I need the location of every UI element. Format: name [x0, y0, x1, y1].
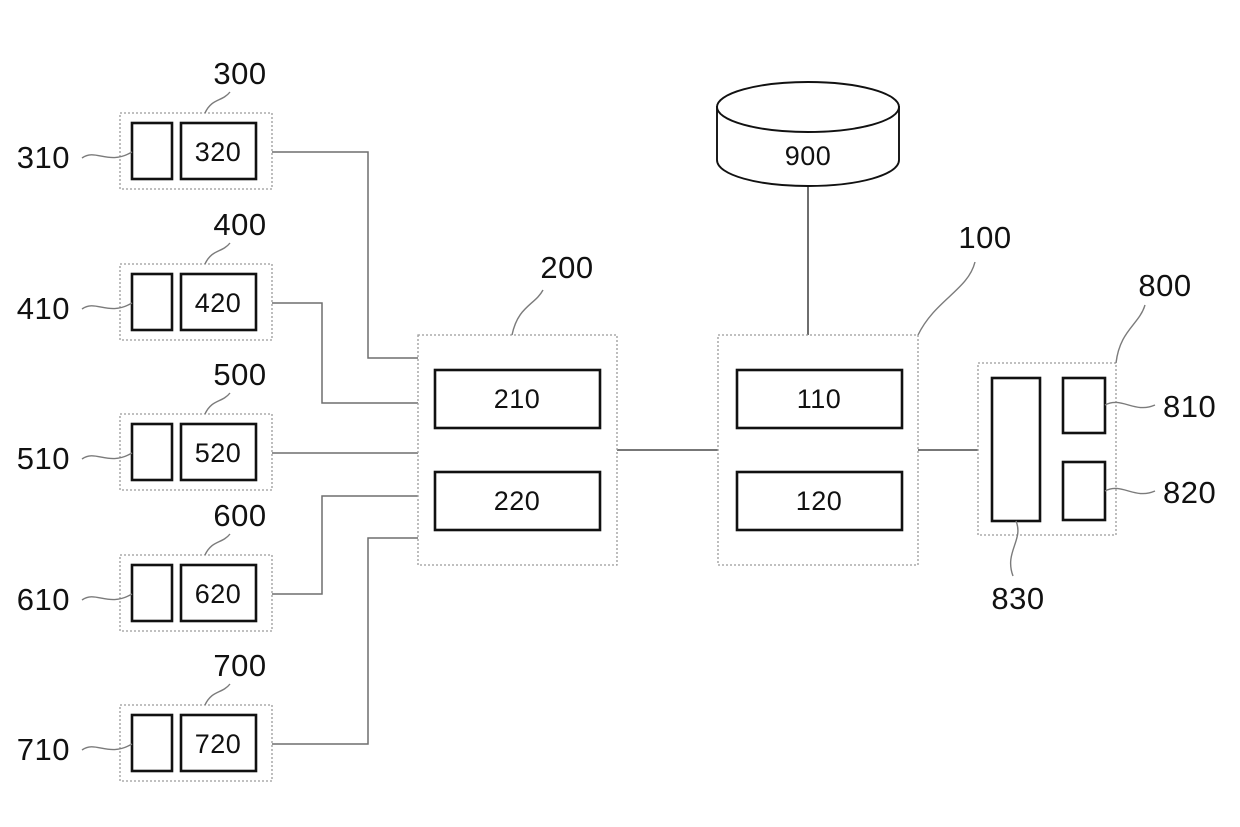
terminal-830-box[interactable]	[990, 376, 1042, 523]
connector-600-to-200	[272, 495, 418, 595]
leader-310	[81, 151, 133, 159]
device-720-box[interactable]	[179, 713, 258, 773]
ref-label-100: 100	[958, 220, 1011, 255]
server-group-100[interactable]: 110 120 100	[717, 220, 1012, 566]
ref-label-510: 510	[17, 441, 70, 476]
ref-label-810: 810	[1163, 389, 1216, 424]
leader-300	[204, 91, 231, 114]
gateway-220-box[interactable]	[433, 470, 602, 532]
gateway-210-box[interactable]	[433, 368, 602, 430]
device-510-box[interactable]	[130, 422, 174, 482]
ref-label-400: 400	[213, 207, 266, 242]
device-group-500[interactable]: 520 500 510	[17, 357, 273, 491]
ref-label-300: 300	[213, 56, 266, 91]
leader-100	[917, 261, 976, 336]
connector-400-to-200	[272, 302, 418, 404]
device-group-600[interactable]: 620 600 610	[17, 498, 273, 632]
device-620-label: 620	[195, 579, 242, 609]
ref-label-200: 200	[540, 250, 593, 285]
server-110-box[interactable]	[735, 368, 904, 430]
gateway-210-label: 210	[494, 384, 541, 414]
server-120-label: 120	[796, 486, 843, 516]
leader-700	[204, 683, 231, 706]
database-900-label: 900	[785, 141, 832, 171]
leader-810	[1104, 401, 1156, 409]
leader-820	[1104, 487, 1156, 495]
connector-lines	[272, 151, 1063, 745]
device-710-box[interactable]	[130, 713, 174, 773]
device-group-300[interactable]: 320 300 310	[17, 56, 273, 190]
device-310-box[interactable]	[130, 121, 174, 181]
gateway-220-label: 220	[494, 486, 541, 516]
leader-710	[81, 743, 133, 751]
leader-500	[204, 392, 231, 415]
device-410-box[interactable]	[130, 272, 174, 332]
database-group-900[interactable]: 900	[716, 81, 900, 187]
terminal-810-box[interactable]	[1061, 376, 1107, 435]
device-610-box[interactable]	[130, 563, 174, 623]
leader-510	[81, 452, 133, 460]
ref-label-830: 830	[991, 581, 1044, 616]
ref-label-600: 600	[213, 498, 266, 533]
ref-label-310: 310	[17, 140, 70, 175]
leader-400	[204, 242, 231, 265]
device-520-box[interactable]	[179, 422, 258, 482]
device-420-label: 420	[195, 288, 242, 318]
server-110-label: 110	[797, 384, 842, 414]
device-group-700[interactable]: 720 700 710	[17, 648, 273, 782]
ref-label-820: 820	[1163, 475, 1216, 510]
terminal-820-box[interactable]	[1061, 460, 1107, 522]
ref-label-610: 610	[17, 582, 70, 617]
connector-700-to-200	[272, 537, 418, 745]
device-420-box[interactable]	[179, 272, 258, 332]
terminal-group-800[interactable]: 800 810 820 830	[977, 268, 1216, 616]
leader-800	[1115, 304, 1146, 364]
ref-label-500: 500	[213, 357, 266, 392]
device-320-box[interactable]	[179, 121, 258, 181]
leader-830	[1009, 520, 1019, 577]
leader-610	[81, 593, 133, 601]
leader-600	[204, 533, 231, 556]
leader-410	[81, 302, 133, 310]
ref-label-800: 800	[1138, 268, 1191, 303]
server-120-box[interactable]	[735, 470, 904, 532]
database-cylinder-top	[716, 81, 900, 133]
device-520-label: 520	[195, 438, 242, 468]
gateway-group-200[interactable]: 210 220 200	[417, 250, 618, 566]
connector-300-to-200	[272, 151, 418, 359]
ref-label-710: 710	[17, 732, 70, 767]
leader-200	[511, 289, 544, 336]
device-720-label: 720	[195, 729, 242, 759]
device-group-400[interactable]: 420 400 410	[17, 207, 273, 341]
device-320-label: 320	[195, 137, 242, 167]
ref-label-410: 410	[17, 291, 70, 326]
ref-label-700: 700	[213, 648, 266, 683]
device-620-box[interactable]	[179, 563, 258, 623]
